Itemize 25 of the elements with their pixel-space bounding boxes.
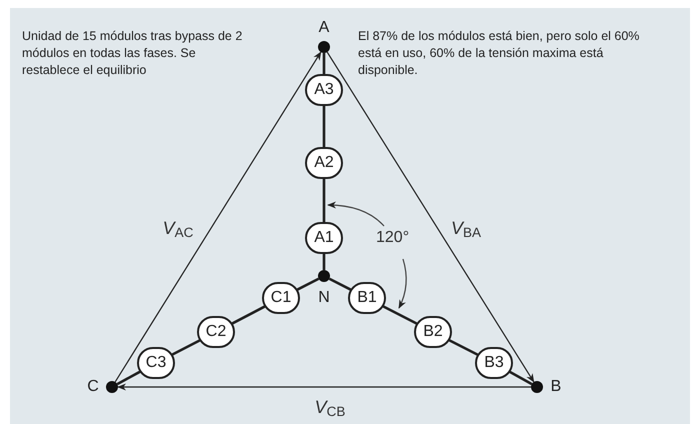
point-label: C [86, 379, 100, 395]
angle-label: 120° [376, 230, 410, 246]
connector-line [448, 339, 478, 356]
edge-label: V$_{BA}$ [450, 219, 482, 237]
voltage-arrow [117, 383, 531, 391]
connector-line [509, 370, 532, 386]
connector-line [382, 305, 418, 325]
connector-line [322, 106, 326, 147]
note-text: El 87% de los módulos está bien, pero solo el 60% está en uso, 60% de la tensión maxima está disponible. [358, 28, 640, 79]
point-label: N [317, 290, 331, 306]
note-text: Unidad de 15 módulos tras bypass de 2 módulos en todas las fases. Se restablece el equilibrio [22, 28, 244, 79]
connector-line [328, 278, 352, 291]
voltage-arrow [326, 52, 534, 383]
connector-line [232, 305, 266, 325]
connector-line [322, 53, 326, 74]
connector-line [116, 370, 141, 386]
voltage-arrow [114, 51, 322, 382]
edge-label: V$_{AC}$ [162, 219, 194, 237]
edge-label: V$_{CB}$ [314, 398, 346, 416]
connector-line [172, 339, 200, 356]
point-label: B [550, 379, 562, 395]
connector-line [322, 179, 326, 222]
connector-line [296, 278, 320, 291]
connector-line [322, 254, 326, 270]
point-label: A [318, 20, 330, 36]
